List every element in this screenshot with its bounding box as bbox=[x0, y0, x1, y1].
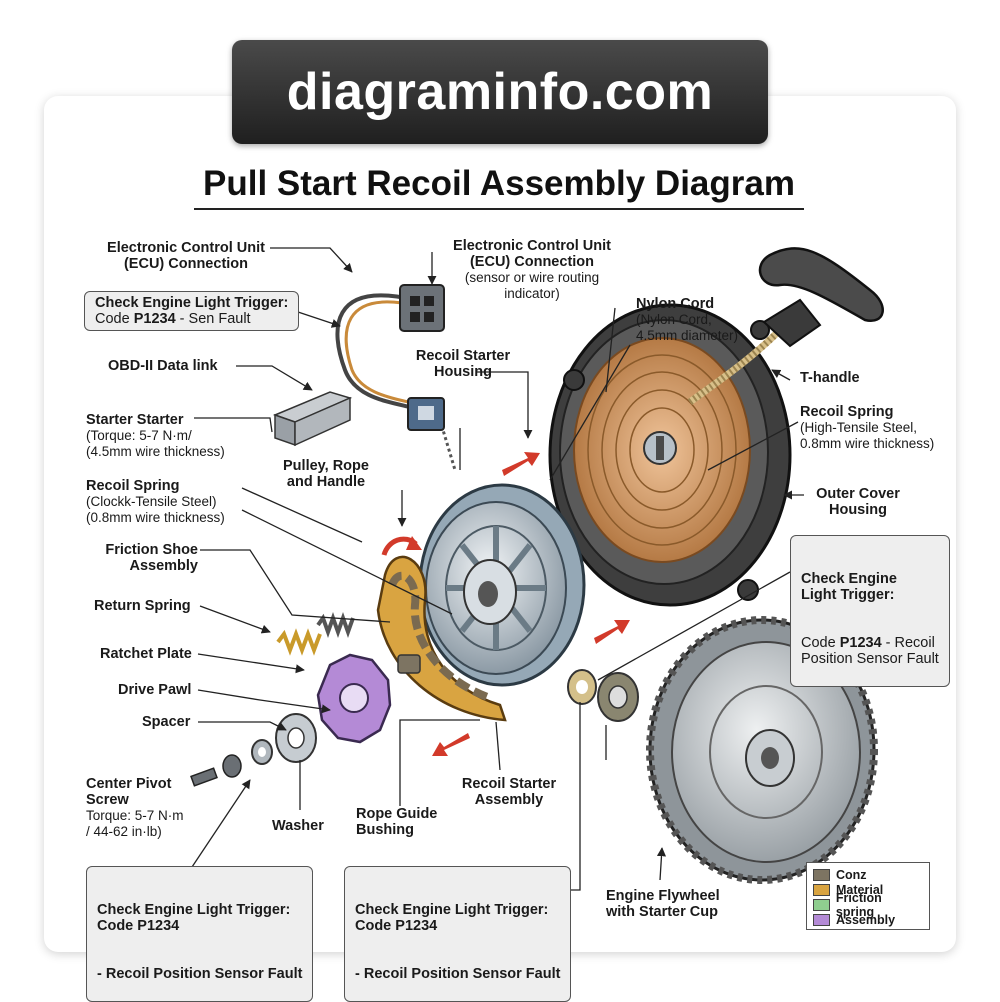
spacer-part bbox=[251, 739, 273, 765]
label-center-pivot-detail: Torque: 5-7 N·m / 44-62 in·lb) bbox=[86, 808, 184, 839]
return-springs bbox=[276, 612, 355, 656]
legend-row: Assembly bbox=[813, 912, 923, 927]
label-t-handle: T-handle bbox=[800, 370, 860, 386]
direction-arrows bbox=[381, 452, 630, 756]
label-nylon-cord-detail: (Nylon Cord, 4.5mm diameter) bbox=[636, 312, 739, 343]
label-nylon-cord-name: Nylon Cord bbox=[636, 296, 715, 312]
washer-part bbox=[275, 713, 317, 763]
label-center-pivot-screw: Center Pivot Screw Torque: 5-7 N·m / 44-… bbox=[86, 776, 184, 840]
diagram-title: Pull Start Recoil Assembly Diagram bbox=[203, 164, 795, 203]
label-spacer: Spacer bbox=[142, 714, 191, 730]
callout-check-engine-top-left: Check Engine Light Trigger: Code P1234 -… bbox=[84, 291, 300, 331]
callout-bottom-left-title: Check Engine Light Trigger: Code P1234 bbox=[97, 902, 291, 934]
t-handle bbox=[758, 247, 884, 348]
legend-label: Conz bbox=[836, 867, 867, 882]
label-pulley-rope-handle: Pulley, Rope and Handle bbox=[283, 458, 369, 490]
label-starter-name: Starter Starter bbox=[86, 412, 184, 428]
legend-label: Material bbox=[836, 882, 884, 897]
label-recoil-spring-right-name: Recoil Spring bbox=[800, 404, 894, 420]
nylon-cord bbox=[687, 327, 783, 405]
recoil-spring-coil bbox=[573, 337, 751, 563]
legend: Conz Material Friction spring Assembly bbox=[806, 862, 930, 930]
label-starter: Starter Starter (Torque: 5-7 N·m/ (4.5mm… bbox=[86, 412, 225, 460]
label-recoil-spring-right: Recoil Spring (High-Tensile Steel, 0.8mm… bbox=[800, 404, 934, 452]
label-ecu-right-name: Electronic Control Unit (ECU) Connection bbox=[453, 238, 611, 270]
label-ecu-connection-right: Electronic Control Unit (ECU) Connection… bbox=[440, 238, 624, 302]
obd-data-link-block bbox=[272, 391, 353, 447]
label-ecu-right-detail: (sensor or wire routing indicator) bbox=[464, 270, 600, 301]
callout-right-title: Check Engine Light Trigger: bbox=[801, 571, 897, 603]
legend-label: Friction spring bbox=[835, 890, 882, 919]
friction-shoe bbox=[376, 555, 507, 722]
label-ecu-connection-left: Electronic Control Unit (ECU) Connection bbox=[107, 240, 265, 272]
label-washer: Washer bbox=[272, 818, 324, 834]
label-return-spring: Return Spring bbox=[94, 598, 191, 614]
label-recoil-spring-left-detail: (Clockk-Tensile Steel) (0.8mm wire thick… bbox=[86, 494, 225, 525]
label-center-pivot-name: Center Pivot Screw bbox=[86, 776, 172, 808]
callout-bottom-center-detail: - Recoil Position Sensor Fault bbox=[355, 966, 561, 982]
label-recoil-spring-left-name: Recoil Spring bbox=[86, 478, 180, 494]
leader-lines bbox=[189, 247, 804, 891]
ecu-connector-upper bbox=[399, 284, 445, 332]
legend-label: Assembly bbox=[836, 912, 896, 927]
site-watermark-banner: diagraminfo.com bbox=[232, 40, 768, 144]
label-friction-shoe: Friction Shoe Assembly bbox=[105, 542, 198, 574]
callout-top-left-title: Check Engine Light Trigger: bbox=[95, 295, 289, 311]
callout-check-engine-right: Check Engine Light Trigger: Code P1234 -… bbox=[790, 535, 950, 687]
label-rope-guide-bushing: Rope Guide Bushing bbox=[356, 806, 438, 838]
label-recoil-spring-right-detail: (High-Tensile Steel, 0.8mm wire thicknes… bbox=[800, 420, 935, 451]
legend-swatch bbox=[813, 868, 830, 881]
legend-swatch bbox=[813, 883, 830, 896]
label-drive-pawl: Drive Pawl bbox=[118, 682, 192, 698]
label-recoil-spring-left: Recoil Spring (Clockk-Tensile Steel) (0.… bbox=[86, 478, 225, 526]
legend-swatch bbox=[813, 898, 830, 911]
label-ratchet-plate: Ratchet Plate bbox=[100, 646, 192, 662]
label-outer-cover-housing: Outer Cover Housing bbox=[816, 486, 900, 518]
callout-bottom-left-detail: - Recoil Position Sensor Fault bbox=[97, 966, 303, 982]
label-recoil-starter-assembly: Recoil Starter Assembly bbox=[461, 776, 557, 808]
label-starter-detail: (Torque: 5-7 N·m/ (4.5mm wire thickness) bbox=[86, 428, 225, 459]
callout-bottom-center-title: Check Engine Light Trigger: Code P1234 bbox=[355, 902, 549, 934]
label-recoil-starter-housing: Recoil Starter Housing bbox=[415, 348, 511, 380]
callout-right-code: Code P1234 - Recoil Position Sensor Faul… bbox=[801, 635, 939, 667]
bushing-rings bbox=[567, 669, 639, 722]
center-pivot-screw bbox=[190, 754, 242, 787]
legend-row: Friction spring bbox=[813, 891, 923, 919]
legend-swatch bbox=[813, 913, 830, 926]
callout-top-left-code: Code P1234 - Sen Fault bbox=[95, 311, 251, 327]
callout-check-engine-bottom-left: Check Engine Light Trigger: Code P1234 -… bbox=[86, 866, 314, 1002]
ratchet-plate bbox=[316, 653, 392, 744]
label-engine-flywheel: Engine Flywheel with Starter Cup bbox=[606, 888, 720, 920]
legend-row: Conz bbox=[813, 867, 923, 882]
pulley-wheel bbox=[418, 483, 586, 687]
label-nylon-cord: Nylon Cord (Nylon Cord, 4.5mm diameter) bbox=[636, 296, 738, 344]
callout-check-engine-bottom-center: Check Engine Light Trigger: Code P1234 -… bbox=[344, 866, 572, 1002]
label-obd-data-link: OBD-II Data link bbox=[108, 358, 218, 374]
title-underline bbox=[194, 208, 804, 210]
legend-row: Material bbox=[813, 882, 923, 897]
ecu-connector-lower bbox=[407, 397, 445, 431]
